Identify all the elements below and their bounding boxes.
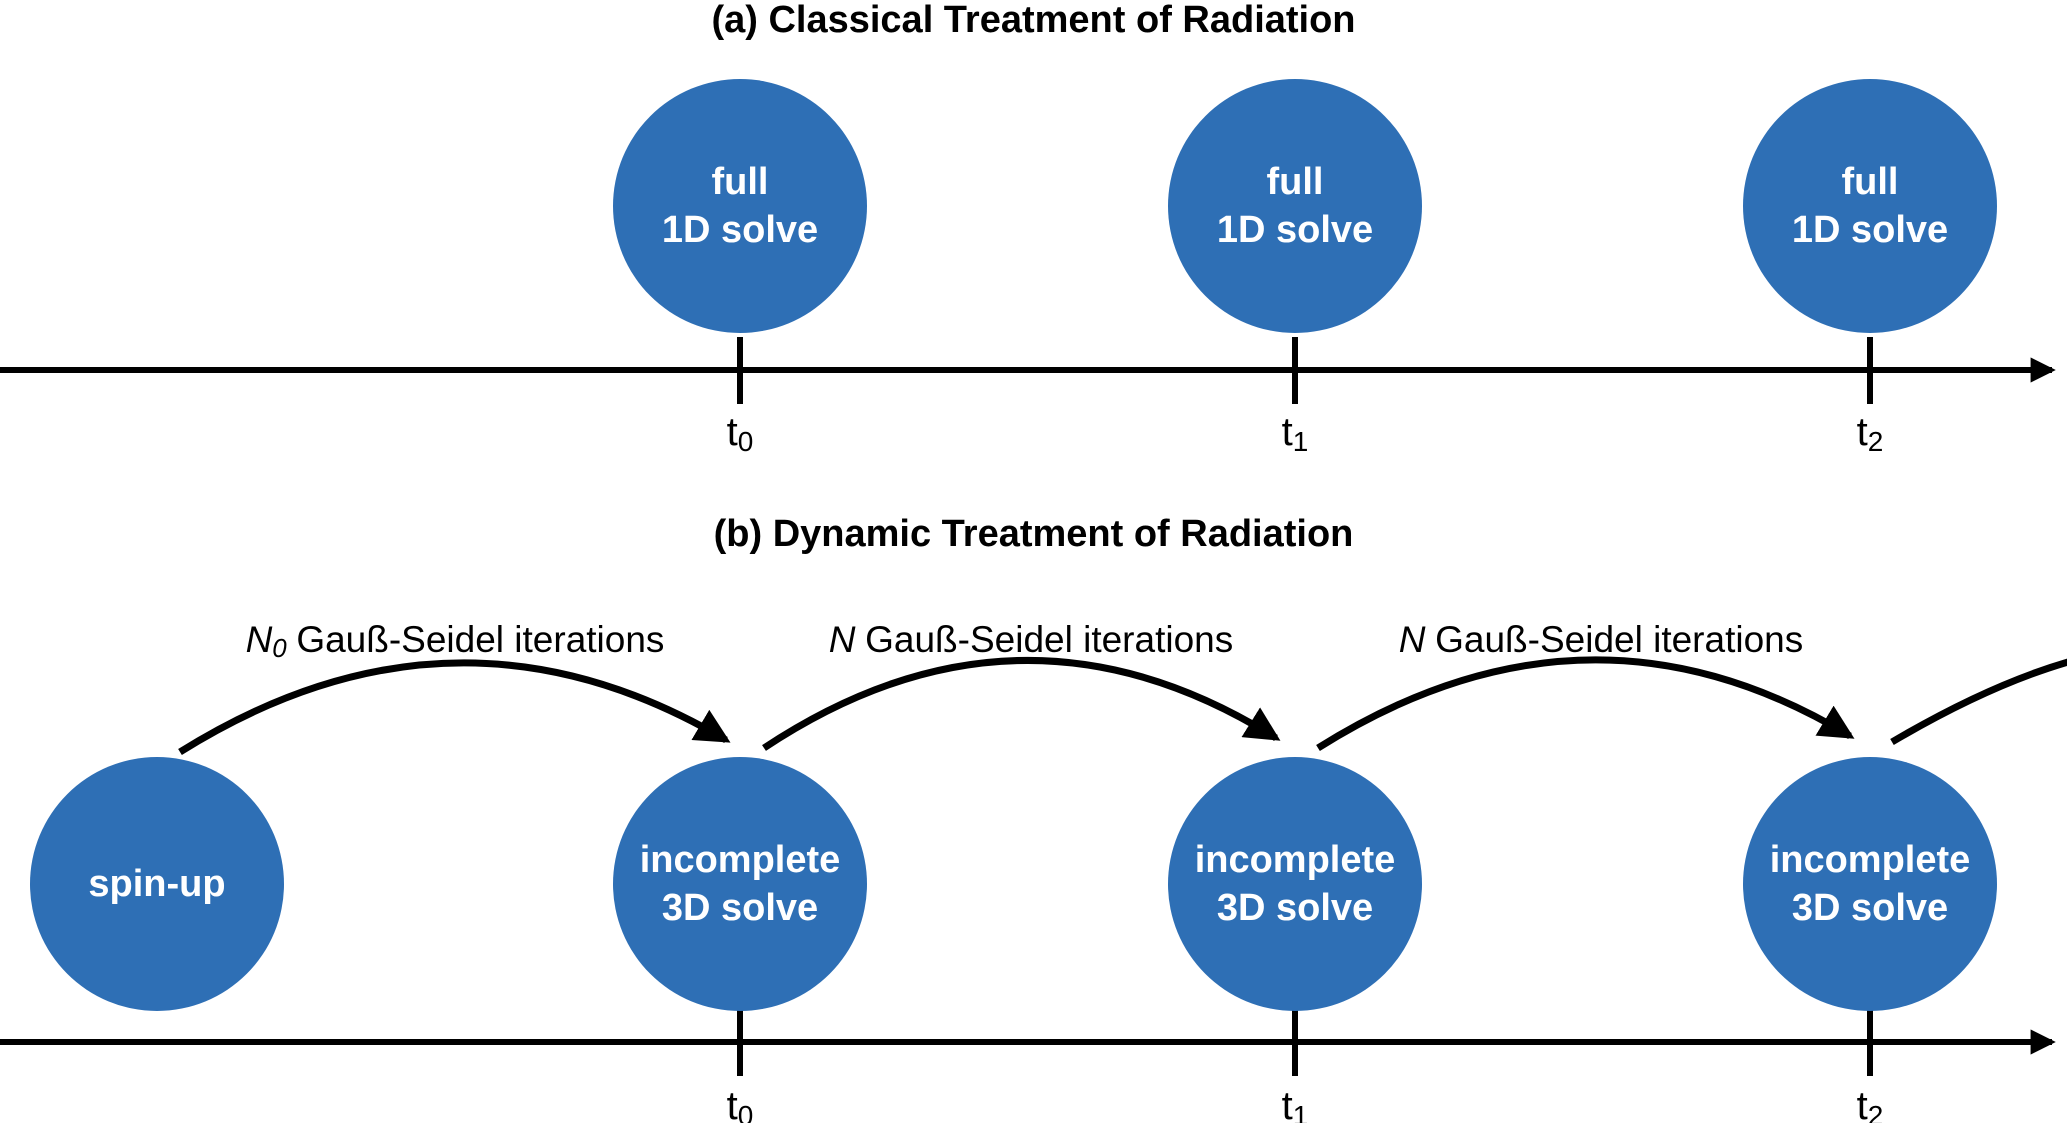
node-label-line2: 3D solve (1791, 887, 1949, 929)
node-label-line1: incomplete (1769, 839, 1971, 881)
node-label-line1: full (1841, 161, 1899, 203)
tick-label-b-t2: t2 (1856, 1084, 1884, 1123)
node-label-line1: spin-up (88, 863, 226, 905)
node-label-line1: full (711, 161, 769, 203)
node-full-1d-solve-t2: full 1D solve (1743, 79, 1997, 333)
tick-label-b-t1: t1 (1281, 1084, 1309, 1123)
gauss-seidel-arrow-4-offscreen (1890, 658, 2067, 746)
gauss-seidel-arrow-2 (762, 656, 1281, 751)
node-label-line1: full (1266, 161, 1324, 203)
node-label-line2: 3D solve (1216, 887, 1374, 929)
panel-a-title: (a) Classical Treatment of Radiation (711, 0, 1356, 41)
iteration-label-text: Gauß-Seidel iterations (1435, 619, 1804, 660)
node-label-line1: incomplete (1194, 839, 1396, 881)
node-label-line2: 1D solve (1791, 209, 1949, 251)
iteration-count-variable: N (1398, 619, 1426, 660)
tick-label-a-t2: t2 (1856, 410, 1884, 458)
iteration-label-text: Gauß-Seidel iterations (865, 619, 1234, 660)
panel-b-title: (b) Dynamic Treatment of Radiation (713, 513, 1354, 555)
node-incomplete-3d-solve-t0: incomplete 3D solve (613, 757, 867, 1011)
tick-label-a-t1: t1 (1281, 410, 1309, 458)
node-label-line1: incomplete (639, 839, 841, 881)
tick-label-a-t0: t0 (726, 410, 754, 458)
node-incomplete-3d-solve-t1: incomplete 3D solve (1168, 757, 1422, 1011)
gauss-seidel-label-1: N0 Gauß-Seidel iterations (246, 618, 665, 662)
node-label-line2: 1D solve (661, 209, 819, 251)
gauss-seidel-arrow-1 (178, 659, 731, 755)
iteration-label-text: Gauß-Seidel iterations (296, 619, 665, 660)
iteration-count-subscript: 0 (272, 635, 287, 664)
iteration-count-variable: N (828, 619, 856, 660)
node-full-1d-solve-t1: full 1D solve (1168, 79, 1422, 333)
node-incomplete-3d-solve-t2: incomplete 3D solve (1743, 757, 1997, 1011)
node-label-line2: 3D solve (661, 887, 819, 929)
tick-label-b-t0: t0 (726, 1084, 754, 1123)
node-label-line2: 1D solve (1216, 209, 1374, 251)
node-full-1d-solve-t0: full 1D solve (613, 79, 867, 333)
iteration-count-variable: N (245, 619, 273, 660)
node-spin-up: spin-up (30, 757, 284, 1011)
gauss-seidel-arrow-3 (1316, 656, 1855, 751)
